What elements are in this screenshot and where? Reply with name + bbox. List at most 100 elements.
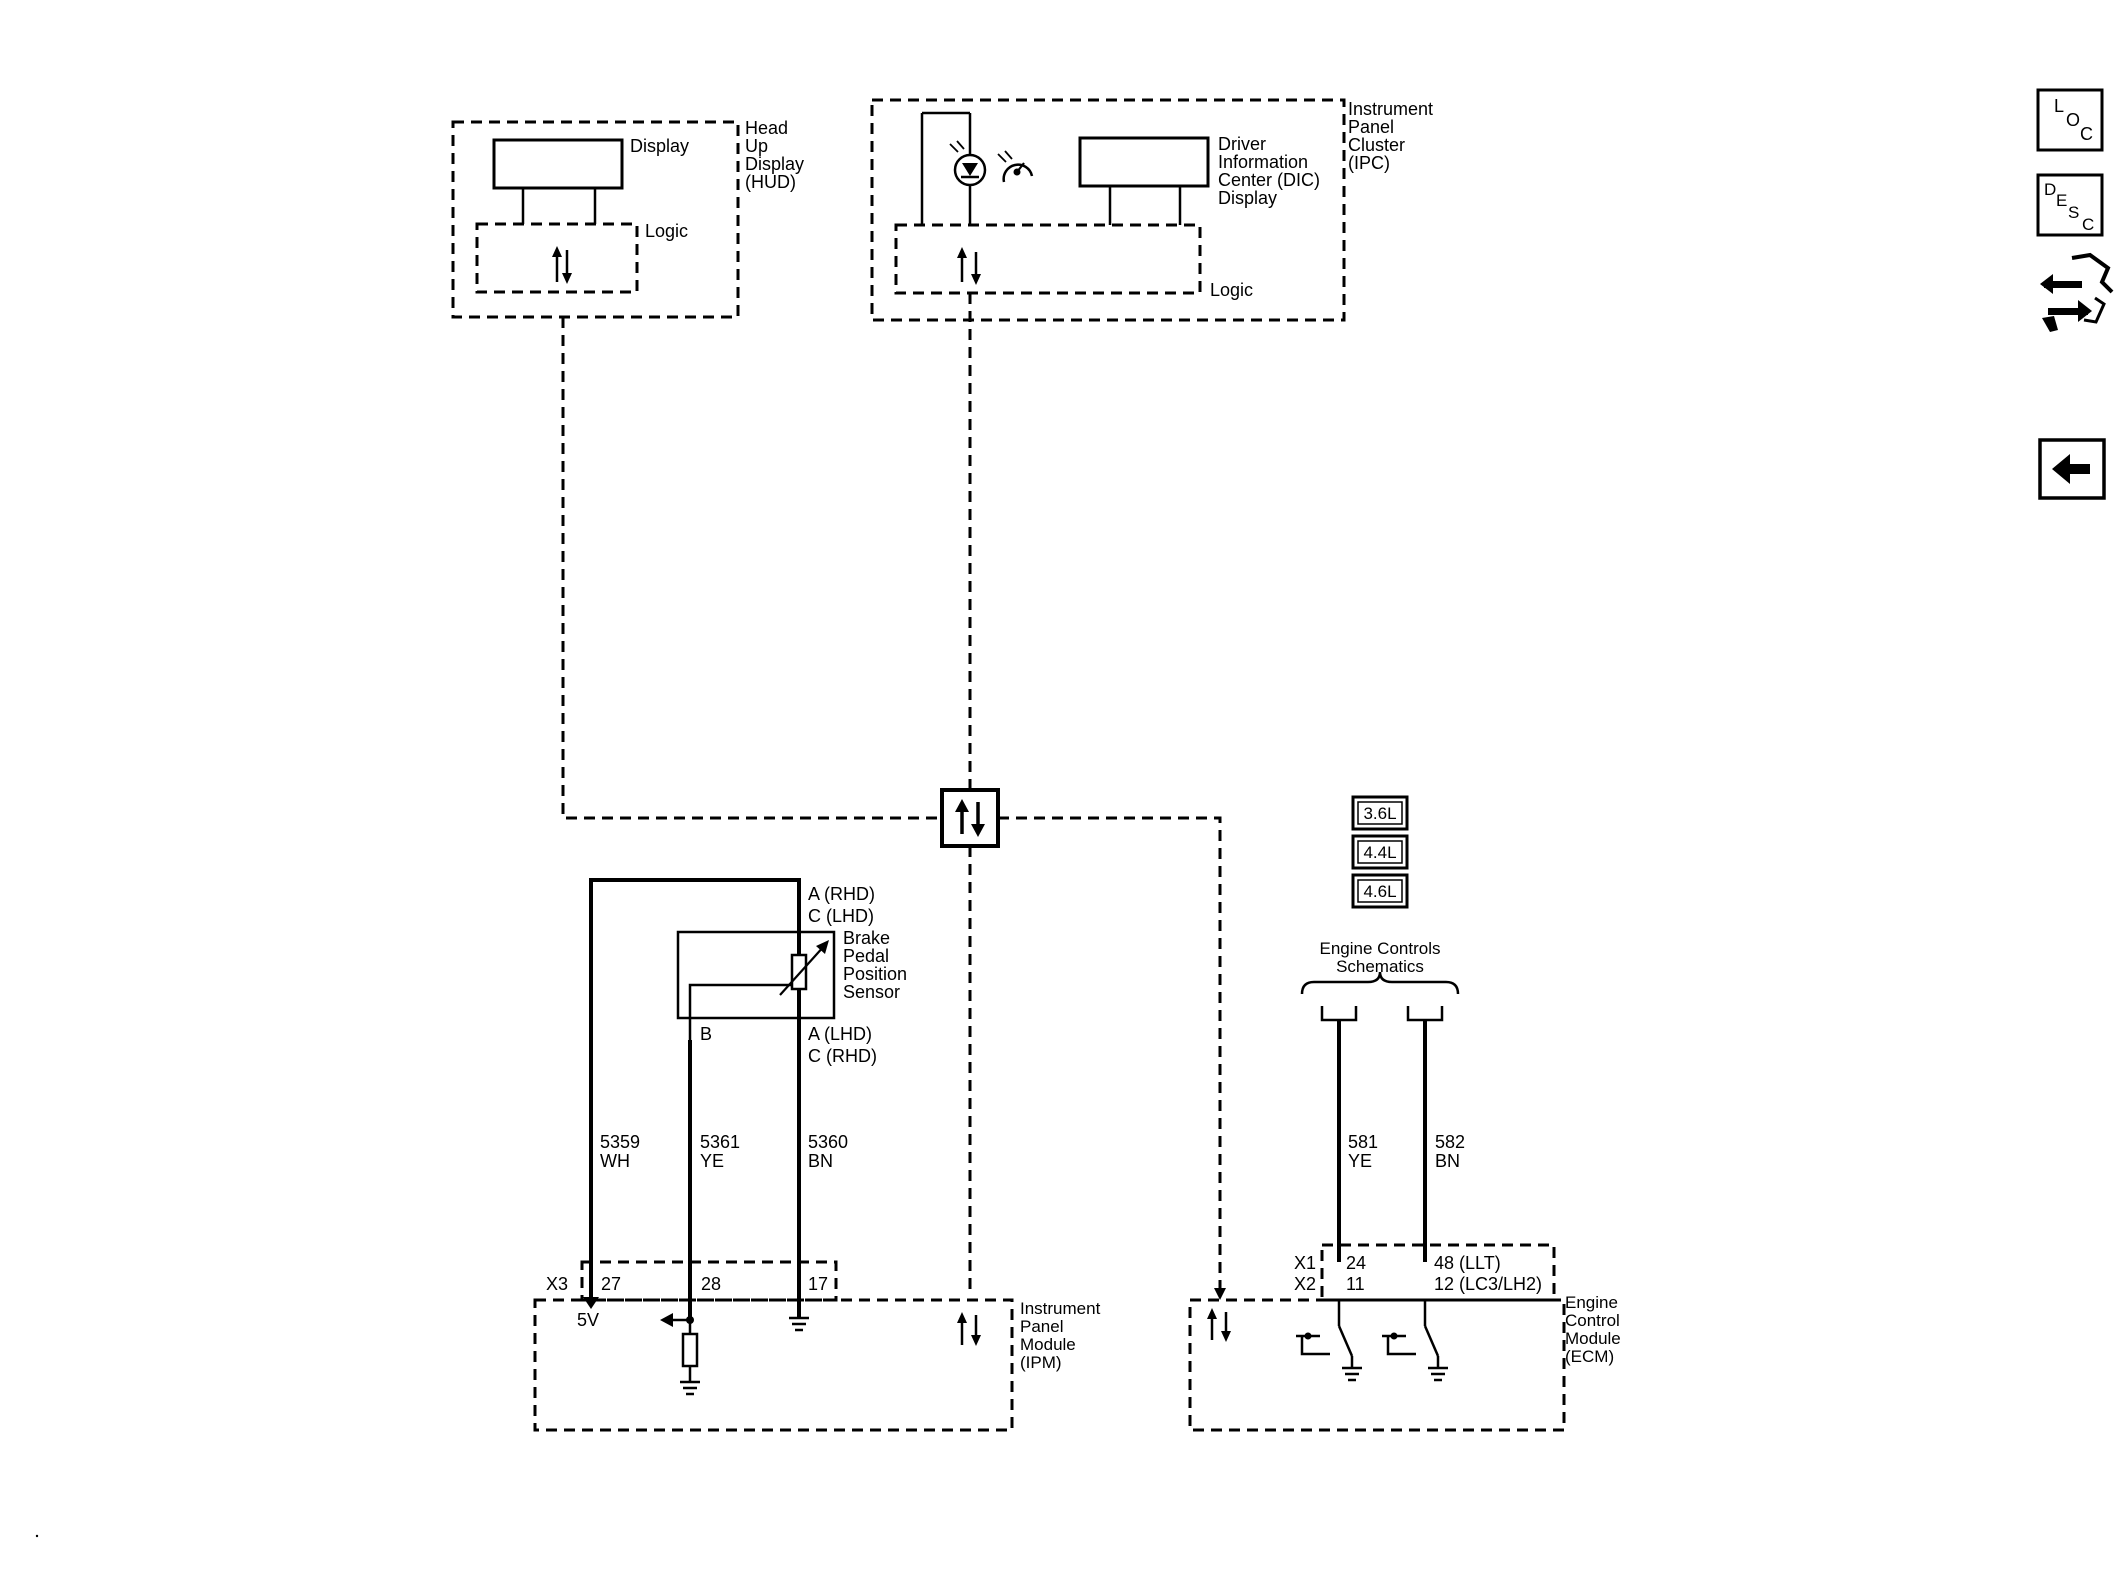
sensor-resistor xyxy=(790,953,808,991)
wire-color: WH xyxy=(600,1151,630,1171)
ipc-outline xyxy=(870,98,1346,322)
ecm-connector-label: X2 xyxy=(1294,1274,1316,1294)
ipc-logic-box xyxy=(894,223,1202,295)
wire-color: BN xyxy=(808,1151,833,1171)
back-button[interactable] xyxy=(2038,438,2106,500)
ipc-indicator-lamp-icon xyxy=(949,140,987,187)
ipc-gauge-icon xyxy=(997,150,1034,183)
ipm-module: X3 27 28 17 5V Instrument Panel xyxy=(533,1260,1101,1432)
ipm-pin: 17 xyxy=(808,1274,828,1294)
desc-letter: C xyxy=(2082,215,2094,234)
sensor-name-3: Position xyxy=(843,964,907,984)
wire-color: YE xyxy=(700,1151,724,1171)
ipm-pin: 28 xyxy=(701,1274,721,1294)
ipc-module: Driver Information Center (DIC) Display … xyxy=(870,98,1433,322)
ecm-low-side-driver xyxy=(1382,1300,1448,1382)
hud-title-3: Display xyxy=(745,154,804,174)
engine-controls-schematics-link[interactable]: Engine Controls Schematics xyxy=(1300,939,1460,1022)
engine-option-label: 4.4L xyxy=(1363,843,1396,862)
wire-color: YE xyxy=(1348,1151,1372,1171)
ecm-title-4: (ECM) xyxy=(1565,1347,1614,1366)
ipc-title-4: (IPC) xyxy=(1348,153,1390,173)
wire-circuit: 5359 xyxy=(600,1132,640,1152)
brake-pedal-position-sensor: A (RHD) C (LHD) Brake Pedal Position Sen… xyxy=(589,878,907,1318)
sensor-pin-top-2: C (LHD) xyxy=(808,906,874,926)
dic-label-2: Information xyxy=(1218,152,1308,172)
ecm-connector-box xyxy=(1320,1243,1556,1302)
serial-data-splice-box xyxy=(940,788,1000,848)
ipm-title-3: Module xyxy=(1020,1335,1076,1354)
ipc-data-arrows-icon xyxy=(957,247,981,285)
ecm-outline xyxy=(1188,1298,1566,1432)
loc-letter: C xyxy=(2080,124,2093,144)
engine-schematics-label-1[interactable]: Engine Controls xyxy=(1320,939,1441,958)
ipc-title-2: Panel xyxy=(1348,117,1394,137)
sensor-pin-top-1: A (RHD) xyxy=(808,884,875,904)
desc-letter: D xyxy=(2044,180,2056,199)
engine-options: 3.6L 4.4L 4.6L xyxy=(1351,795,1409,909)
ecm-pin: 12 (LC3/LH2) xyxy=(1434,1274,1542,1294)
engine-option-label: 4.6L xyxy=(1363,882,1396,901)
loc-letter: L xyxy=(2054,96,2064,116)
desc-letter: E xyxy=(2056,191,2067,210)
ipm-outline xyxy=(533,1298,1014,1432)
location-view-button[interactable]: L O C xyxy=(2036,88,2104,152)
desc-letter: S xyxy=(2068,203,2079,222)
ipc-title-1: Instrument xyxy=(1348,99,1433,119)
wire-circuit: 581 xyxy=(1348,1132,1378,1152)
ecm-title-2: Control xyxy=(1565,1311,1620,1330)
ipm-connector-box xyxy=(580,1260,838,1302)
sensor-name-1: Brake xyxy=(843,928,890,948)
ecm-title-3: Module xyxy=(1565,1329,1621,1348)
hud-display-box xyxy=(492,138,624,190)
ecm-low-side-driver xyxy=(1296,1300,1362,1382)
ipm-pulldown-resistor xyxy=(681,1332,699,1368)
ipm-title-4: (IPM) xyxy=(1020,1353,1062,1372)
dic-label-3: Center (DIC) xyxy=(1218,170,1320,190)
ecm-pin: 48 (LLT) xyxy=(1434,1253,1501,1273)
wire-color: BN xyxy=(1435,1151,1460,1171)
hud-module: Display Logic Head Up Display (HUD) xyxy=(451,118,804,319)
hud-title-2: Up xyxy=(745,136,768,156)
ecm-module: X1 X2 24 48 (LLT) 11 12 (LC3/LH2) xyxy=(1188,1243,1621,1432)
wire-circuit: 582 xyxy=(1435,1132,1465,1152)
sensor-box xyxy=(676,930,836,1020)
sensor-pin-bottom-1: A (LHD) xyxy=(808,1024,872,1044)
ecm-data-arrows-icon xyxy=(1207,1308,1231,1342)
wire-labels-left: 5359 WH 5361 YE 5360 BN xyxy=(600,1132,848,1171)
diagnostic-tool-icon[interactable] xyxy=(2040,252,2114,332)
engine-schematics-label-2[interactable]: Schematics xyxy=(1336,957,1424,976)
ipc-logic-label: Logic xyxy=(1210,280,1253,300)
serial-data-splice-icon xyxy=(955,799,985,837)
ecm-pin: 24 xyxy=(1346,1253,1366,1273)
ground-icon xyxy=(680,1380,700,1396)
ecm-title-1: Engine xyxy=(1565,1293,1618,1312)
sensor-pin-bottom-2: C (RHD) xyxy=(808,1046,877,1066)
description-view-button[interactable]: D E S C xyxy=(2036,173,2104,237)
ground-icon xyxy=(789,1316,809,1332)
hud-title-4: (HUD) xyxy=(745,172,796,192)
back-arrow-icon xyxy=(2052,454,2090,484)
ipm-pin: 27 xyxy=(601,1274,621,1294)
ipm-voltage-label: 5V xyxy=(577,1310,599,1330)
serial-data-network xyxy=(561,293,1226,1300)
hud-logic-label: Logic xyxy=(645,221,688,241)
ipc-title-3: Cluster xyxy=(1348,135,1405,155)
ipm-connector-label: X3 xyxy=(546,1274,568,1294)
wire-circuit: 5361 xyxy=(700,1132,740,1152)
wire-5359 xyxy=(589,878,801,1297)
ipm-title-1: Instrument xyxy=(1020,1299,1101,1318)
engine-option-label: 3.6L xyxy=(1363,804,1396,823)
dic-label-4: Display xyxy=(1218,188,1277,208)
hud-logic-box xyxy=(475,222,639,294)
ipm-data-arrows-icon xyxy=(957,1312,981,1346)
sensor-pin-b: B xyxy=(700,1024,712,1044)
sensor-name-2: Pedal xyxy=(843,946,889,966)
hud-title-1: Head xyxy=(745,118,788,138)
ecm-pin: 11 xyxy=(1346,1274,1365,1294)
hud-data-arrows-icon xyxy=(552,246,572,284)
loc-letter: O xyxy=(2066,110,2080,130)
wire-labels-right: 581 YE 582 BN xyxy=(1348,1132,1465,1171)
dic-label-1: Driver xyxy=(1218,134,1266,154)
